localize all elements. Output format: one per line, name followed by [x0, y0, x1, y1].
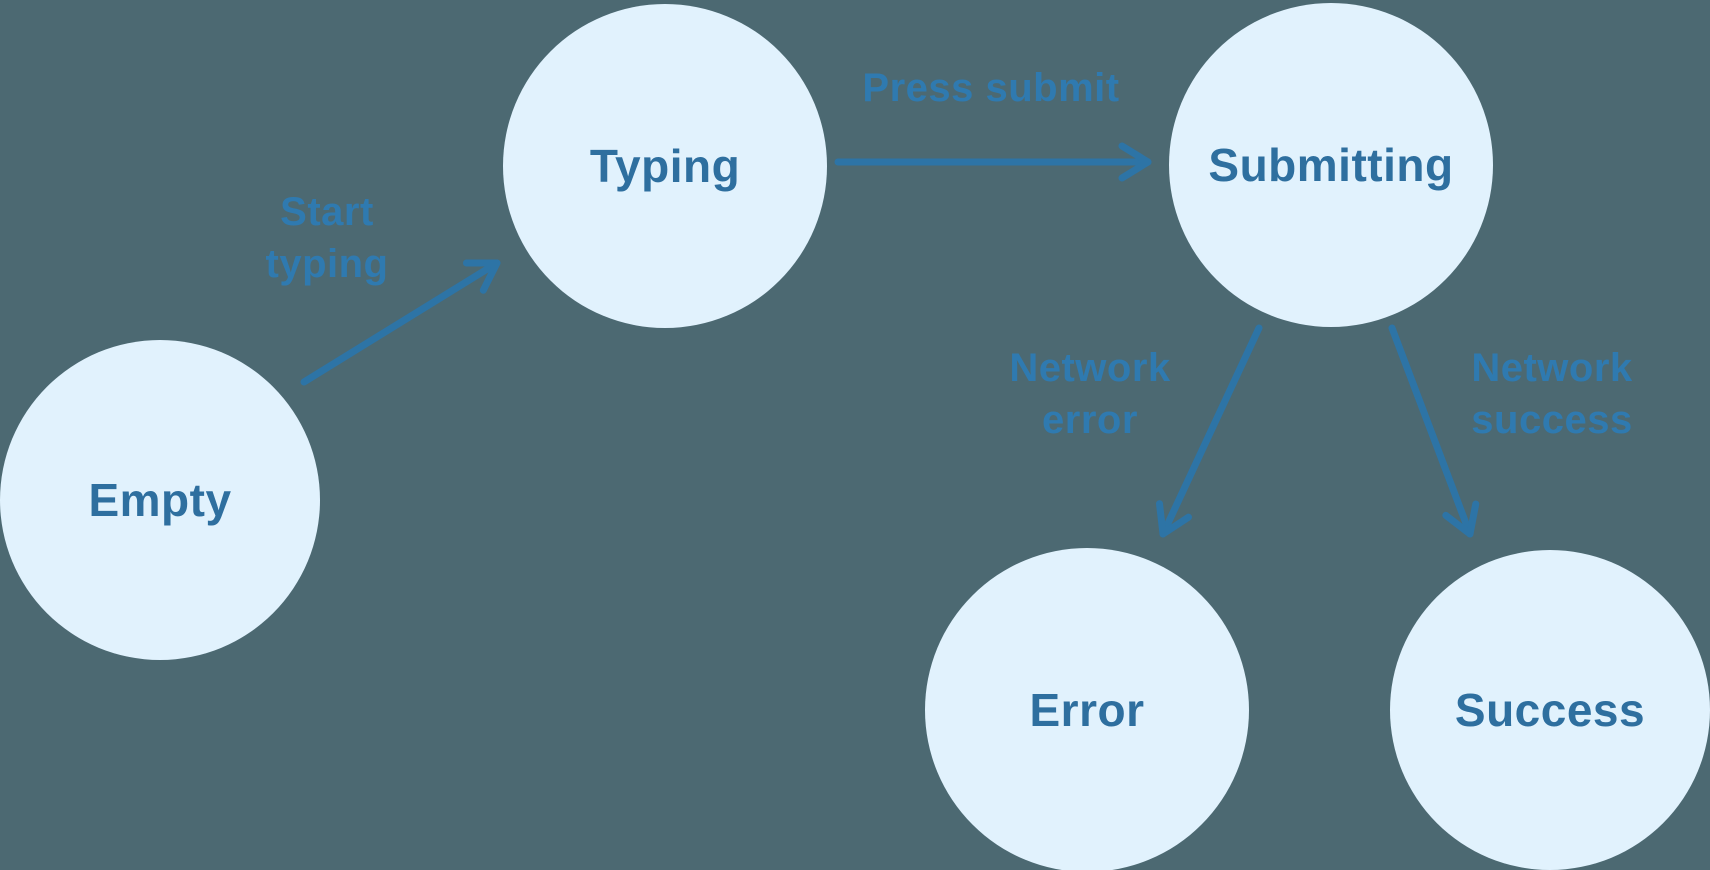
state-success: Success	[1390, 550, 1710, 870]
arrow-submitting-to-error	[1155, 324, 1263, 538]
state-error: Error	[925, 548, 1249, 870]
state-submitting-label: Submitting	[1208, 139, 1454, 191]
state-typing-label: Typing	[589, 140, 741, 192]
transition-label-line: Network	[1009, 346, 1171, 390]
transition-label-line: Network	[1471, 346, 1633, 390]
transition-label-press-submit: Press submit	[862, 62, 1119, 114]
state-typing: Typing	[503, 4, 827, 328]
arrow-submitting-to-success	[1388, 324, 1480, 538]
state-empty: Empty	[0, 340, 320, 660]
transition-label-line: Start	[280, 190, 374, 234]
state-submitting: Submitting	[1169, 3, 1493, 327]
transition-label-network-error: Network error	[1009, 342, 1170, 446]
transition-label-start-typing: Start typing	[266, 186, 389, 290]
state-empty-label: Empty	[88, 474, 232, 526]
transition-label-line: Press submit	[862, 66, 1120, 110]
state-error-label: Error	[1029, 684, 1145, 736]
state-success-label: Success	[1454, 684, 1646, 736]
transition-label-network-success: Network success	[1471, 342, 1632, 446]
transition-label-line: typing	[265, 242, 389, 286]
transition-label-line: error	[1042, 398, 1138, 442]
transition-label-line: success	[1471, 398, 1633, 442]
